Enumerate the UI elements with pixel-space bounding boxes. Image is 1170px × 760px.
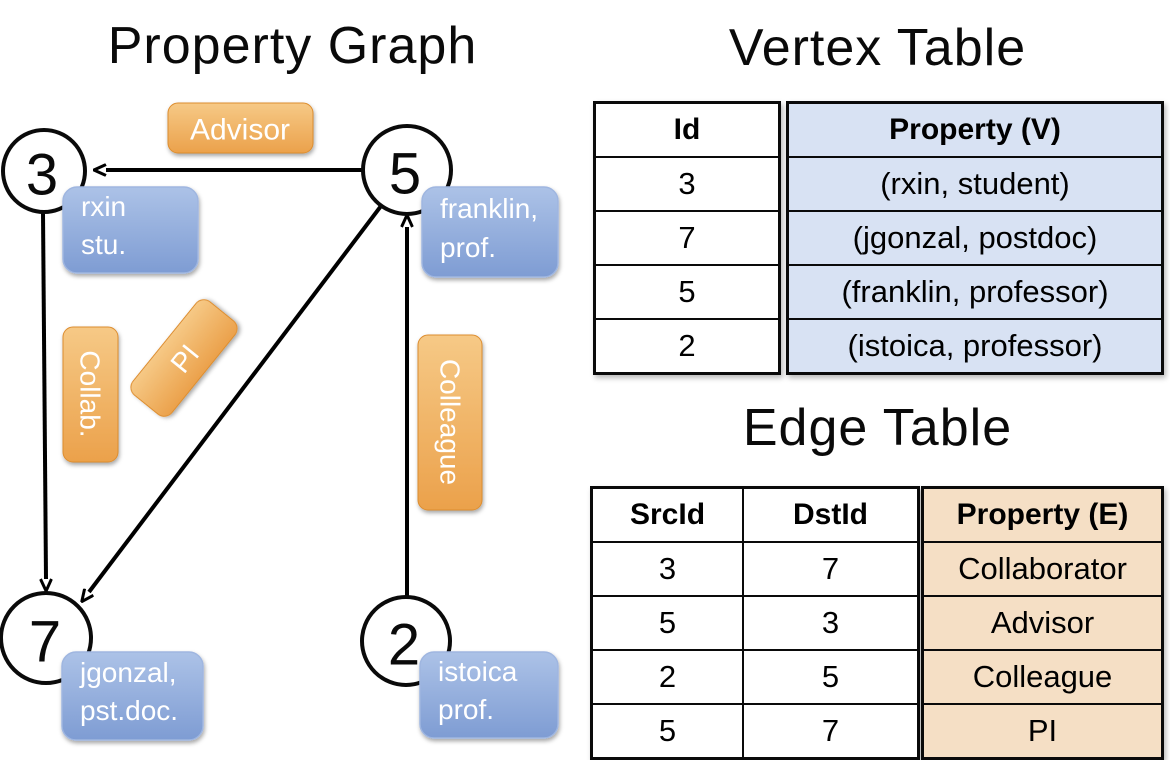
edge-table-header-srcid: SrcId bbox=[593, 489, 742, 541]
vertex-table-property-cell: (istoica, professor) bbox=[789, 318, 1161, 372]
vertex-table-id-cell: 5 bbox=[596, 264, 778, 318]
edge-table-property-cell: Collaborator bbox=[924, 541, 1161, 595]
edge-table-property-cell: Colleague bbox=[924, 649, 1161, 703]
edge-table-property-cell: PI bbox=[924, 703, 1161, 757]
edge-table-dst-cell: 3 bbox=[742, 595, 917, 649]
edge-label-advisor: Advisor bbox=[167, 102, 314, 154]
edge-label-collab-text: Collab. bbox=[75, 350, 106, 437]
edge-arrow-3-to-7 bbox=[43, 212, 46, 579]
edge-table-property-cell: Advisor bbox=[924, 595, 1161, 649]
node-circle-3 bbox=[1, 128, 87, 214]
vertex-label-istoica-line2: prof. bbox=[438, 694, 494, 725]
vertex-table-header-id: Id bbox=[596, 104, 778, 156]
node-id-3: 3 bbox=[26, 143, 58, 208]
vertex-table-id-column: Id 3 7 5 2 bbox=[593, 101, 781, 375]
edge-label-collab: Collab. bbox=[62, 326, 119, 463]
edge-table-src-cell: 3 bbox=[593, 541, 742, 595]
vertex-label-jgonzal: jgonzal, pst.doc. bbox=[61, 651, 204, 741]
vertex-label-franklin: franklin, prof. bbox=[421, 186, 559, 278]
edge-table-header-property: Property (E) bbox=[924, 489, 1161, 541]
vertex-label-rxin: rxin stu. bbox=[62, 186, 199, 274]
edge-label-advisor-text: Advisor bbox=[190, 114, 290, 147]
edge-table-dst-cell: 7 bbox=[742, 703, 917, 757]
vertex-table-property-cell: (rxin, student) bbox=[789, 156, 1161, 210]
vertex-label-jgonzal-line1: jgonzal, bbox=[79, 657, 177, 688]
vertex-label-rxin-line1: rxin bbox=[81, 191, 126, 222]
property-graph-title: Property Graph bbox=[107, 17, 478, 75]
vertex-table-property-cell: (jgonzal, postdoc) bbox=[789, 210, 1161, 264]
vertex-table-id-cell: 2 bbox=[596, 318, 778, 372]
node-id-2: 2 bbox=[388, 613, 420, 678]
vertex-table-header-property: Property (V) bbox=[789, 104, 1161, 156]
vertex-label-franklin-line1: franklin, bbox=[440, 193, 538, 224]
vertex-label-rxin-line2: stu. bbox=[81, 229, 126, 260]
edge-table-src-cell: 2 bbox=[593, 649, 742, 703]
vertex-table-property-cell: (franklin, professor) bbox=[789, 264, 1161, 318]
node-id-7: 7 bbox=[29, 610, 61, 675]
vertex-table-property-column: Property (V) (rxin, student) (jgonzal, p… bbox=[786, 101, 1164, 375]
property-graph-diagram: Advisor Collab. PI Colleague 3 5 7 2 rxi… bbox=[0, 102, 559, 741]
vertex-table-title: Vertex Table bbox=[728, 19, 1027, 77]
edge-table-id-columns: SrcId DstId 3 7 5 3 2 5 5 7 bbox=[590, 486, 920, 760]
node-id-5: 5 bbox=[389, 142, 421, 207]
vertex-table-id-cell: 3 bbox=[596, 156, 778, 210]
edge-label-colleague-text: Colleague bbox=[435, 359, 466, 485]
vertex-table-id-cell: 7 bbox=[596, 210, 778, 264]
vertex-label-jgonzal-line2: pst.doc. bbox=[80, 695, 178, 726]
vertex-label-istoica-line1: istoica bbox=[438, 656, 518, 687]
edge-table-dst-cell: 7 bbox=[742, 541, 917, 595]
edge-table-src-cell: 5 bbox=[593, 703, 742, 757]
vertex-label-istoica: istoica prof. bbox=[419, 651, 559, 739]
edge-table-title: Edge Table bbox=[742, 399, 1013, 457]
edge-table-header-dstid: DstId bbox=[742, 489, 917, 541]
edge-label-colleague: Colleague bbox=[417, 334, 483, 511]
edge-table-dst-cell: 5 bbox=[742, 649, 917, 703]
edge-table-src-cell: 5 bbox=[593, 595, 742, 649]
edge-label-pi: PI bbox=[130, 299, 238, 417]
edge-table-property-column: Property (E) Collaborator Advisor Collea… bbox=[921, 486, 1164, 760]
vertex-label-franklin-line2: prof. bbox=[440, 232, 496, 263]
edge-arrow-5-to-7 bbox=[89, 204, 383, 592]
